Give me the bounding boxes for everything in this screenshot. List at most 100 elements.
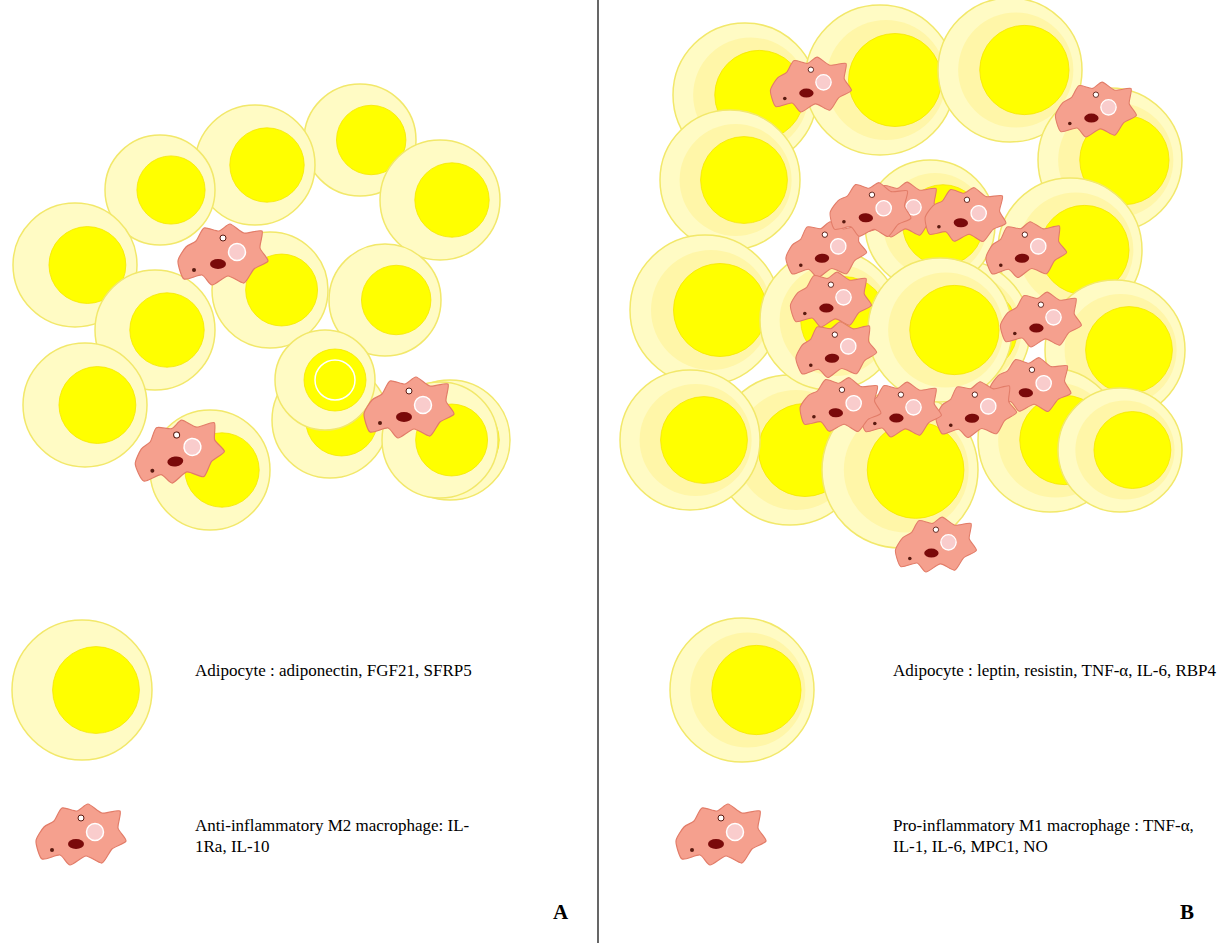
macrophage-body xyxy=(178,224,268,285)
vesicle xyxy=(1093,92,1098,97)
adipocyte xyxy=(805,5,955,155)
vesicle xyxy=(822,232,828,238)
vacuole xyxy=(970,205,986,221)
macrophage xyxy=(934,379,1019,439)
macrophage-body xyxy=(1000,292,1081,347)
vesicle xyxy=(173,432,180,439)
granule xyxy=(949,423,953,427)
adipocyte-membrane xyxy=(670,618,814,762)
macrophage-body xyxy=(794,319,879,379)
vacuole xyxy=(875,200,891,216)
adipocyte-membrane xyxy=(630,235,780,385)
vacuole xyxy=(415,397,432,414)
macrophage-nucleus xyxy=(1029,324,1043,333)
legend-label: Adipocyte : adiponectin, FGF21, SFRP5 xyxy=(195,660,475,681)
legend-label: Anti-inflammatory M2 macrophage: IL-1Ra,… xyxy=(195,815,475,858)
macrophage-nucleus xyxy=(819,304,833,313)
vacuole xyxy=(1035,375,1051,391)
macrophage xyxy=(1055,82,1136,137)
adipocyte xyxy=(620,370,760,510)
macrophage xyxy=(829,179,914,239)
adipocyte-membrane xyxy=(805,5,955,155)
adipocyte xyxy=(660,110,800,250)
lipid-droplet xyxy=(661,397,748,484)
vesicle xyxy=(839,387,845,393)
legend-label: Adipocyte : leptin, resistin, TNF-α, IL-… xyxy=(893,660,1218,681)
macrophage-nucleus xyxy=(924,549,938,558)
granule xyxy=(690,848,694,852)
vesicle xyxy=(933,527,938,532)
vacuole xyxy=(840,338,856,354)
lipid-droplet xyxy=(980,25,1069,114)
adipocyte-membrane xyxy=(620,370,760,510)
legend-samples xyxy=(12,618,814,865)
vacuole xyxy=(906,400,921,415)
adipocyte-halo xyxy=(1075,400,1174,499)
vesicle xyxy=(898,392,903,397)
adipocyte-membrane xyxy=(275,330,375,430)
adipocyte-membrane xyxy=(380,140,500,260)
droplet-ring xyxy=(315,360,355,400)
macrophage xyxy=(676,804,766,865)
granule xyxy=(809,363,813,367)
adipocyte-halo xyxy=(651,250,771,370)
vesicle xyxy=(828,282,833,287)
lipid-droplet xyxy=(53,647,140,734)
lipid-droplet xyxy=(1086,307,1173,394)
vesicle xyxy=(406,388,412,394)
macrophage xyxy=(924,184,1009,244)
adipocyte-membrane xyxy=(12,620,152,760)
macrophage-body xyxy=(790,272,871,327)
macrophage-nucleus xyxy=(210,259,226,269)
macrophage-nucleus xyxy=(858,213,873,223)
lipid-droplet xyxy=(910,285,999,374)
panel-letter: B xyxy=(1180,900,1194,925)
macrophage-nucleus xyxy=(828,408,843,418)
adipocyte-halo xyxy=(640,384,752,496)
lipid-droplet xyxy=(1094,412,1171,489)
macrophage-nucleus xyxy=(167,455,184,467)
vesicle xyxy=(869,192,875,198)
adipocyte-halo xyxy=(958,12,1073,127)
adipocyte xyxy=(868,258,1012,402)
panel-b-tissue xyxy=(620,0,1185,572)
panel-divider xyxy=(597,0,598,943)
macrophage-nucleus xyxy=(824,353,839,363)
macrophage-body xyxy=(799,374,884,434)
vacuole xyxy=(836,290,851,305)
macrophage xyxy=(984,219,1069,279)
lipid-droplet xyxy=(230,128,304,202)
macrophage-body xyxy=(924,184,1009,244)
macrophage xyxy=(770,57,851,112)
macrophage-nucleus xyxy=(1014,253,1029,263)
macrophage-nucleus xyxy=(708,839,724,849)
macrophage-body xyxy=(36,804,126,865)
vesicle xyxy=(718,815,724,821)
granule xyxy=(378,421,382,425)
macrophage-nucleus xyxy=(953,218,968,228)
lipid-droplet xyxy=(849,34,942,127)
adipocyte-halo xyxy=(690,632,805,747)
vesicle xyxy=(1029,367,1035,373)
adipocyte-halo xyxy=(888,272,1003,387)
macrophage xyxy=(794,319,879,379)
adipocyte xyxy=(1058,388,1182,512)
granule xyxy=(999,263,1003,267)
vesicle xyxy=(972,392,978,398)
adipocyte-membrane xyxy=(1058,388,1182,512)
vacuole xyxy=(1101,100,1116,115)
vesicle xyxy=(832,332,838,338)
granule xyxy=(1013,332,1017,336)
macrophage-nucleus xyxy=(396,412,412,422)
macrophage xyxy=(895,517,976,572)
lipid-droplet xyxy=(361,265,430,334)
macrophage-nucleus xyxy=(799,89,813,98)
macrophage xyxy=(364,377,454,438)
macrophage xyxy=(799,374,884,434)
lipid-droplet xyxy=(701,137,788,224)
macrophage-body xyxy=(364,377,454,438)
macrophage-nucleus xyxy=(1084,114,1098,123)
macrophage-nucleus xyxy=(68,839,84,849)
